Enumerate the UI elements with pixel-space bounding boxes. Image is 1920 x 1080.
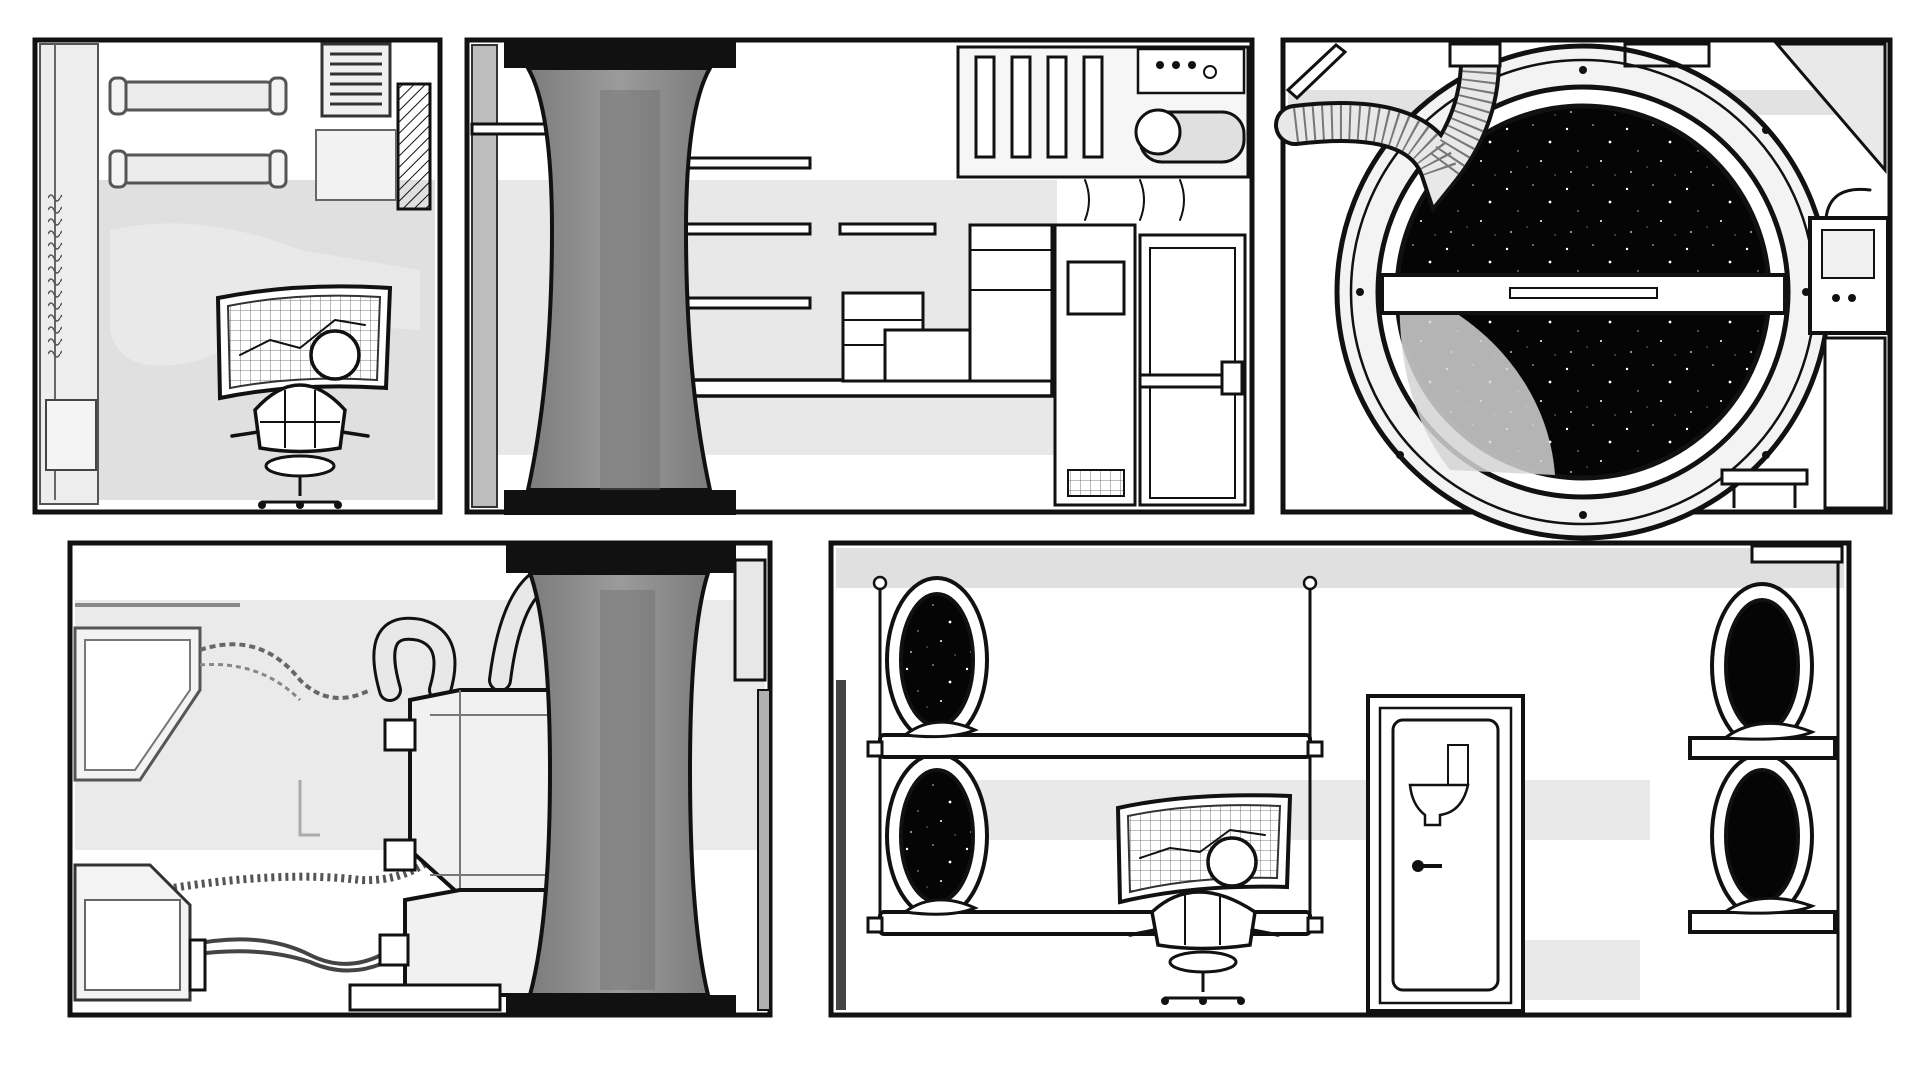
vent-icon: [320, 42, 392, 118]
side-wall: [836, 680, 846, 1010]
control-room[interactable]: [32, 37, 443, 515]
office-chair-icon[interactable]: [1128, 890, 1280, 1005]
wall-hatch: [73, 603, 320, 837]
cable-icon: [159, 642, 433, 973]
sleeping-pod-window-icon: [885, 576, 1814, 920]
ceiling-strut: [1285, 43, 1348, 101]
shelf-icon: [470, 122, 1054, 398]
control-panel-icon[interactable]: [956, 45, 1250, 221]
machine-console: [73, 863, 502, 1012]
ceiling-brackets: [1623, 42, 1887, 175]
observation-room[interactable]: [1274, 37, 1893, 541]
monitor-icon[interactable]: [1115, 793, 1293, 905]
elevator-shaft-icon[interactable]: [506, 543, 736, 1015]
wall-terminal-icon[interactable]: [1808, 187, 1890, 510]
crew-quarters[interactable]: [828, 540, 1852, 1018]
engine-room[interactable]: [67, 540, 773, 1018]
floor-shadow: [1520, 940, 1640, 1000]
duct-icon: [1274, 39, 1502, 214]
locker-icon[interactable]: [1053, 223, 1247, 507]
ceiling-shadow: [836, 548, 1844, 588]
stool-icon[interactable]: [1720, 468, 1809, 508]
crew-member-icon: [309, 329, 361, 381]
crew-quarters-frame: [828, 540, 1852, 1018]
monitor-icon[interactable]: [215, 284, 393, 401]
storage-shaft-room[interactable]: [464, 37, 1255, 515]
office-chair-icon[interactable]: [230, 383, 370, 509]
door-icon[interactable]: [1366, 694, 1525, 1013]
planet-horizon: [1399, 285, 1555, 475]
wall-machinery: [39, 43, 397, 505]
elevator-shaft-icon[interactable]: [504, 40, 736, 515]
side-wall: [471, 44, 498, 508]
crate-icon: [841, 223, 1054, 383]
crew-member-icon: [1206, 836, 1258, 888]
pipe-icon: [108, 76, 288, 189]
hazard-panel: [396, 82, 432, 211]
wall-box: [733, 558, 767, 682]
side-wall: [757, 689, 771, 1011]
toilet-sign-icon: [1408, 744, 1470, 827]
